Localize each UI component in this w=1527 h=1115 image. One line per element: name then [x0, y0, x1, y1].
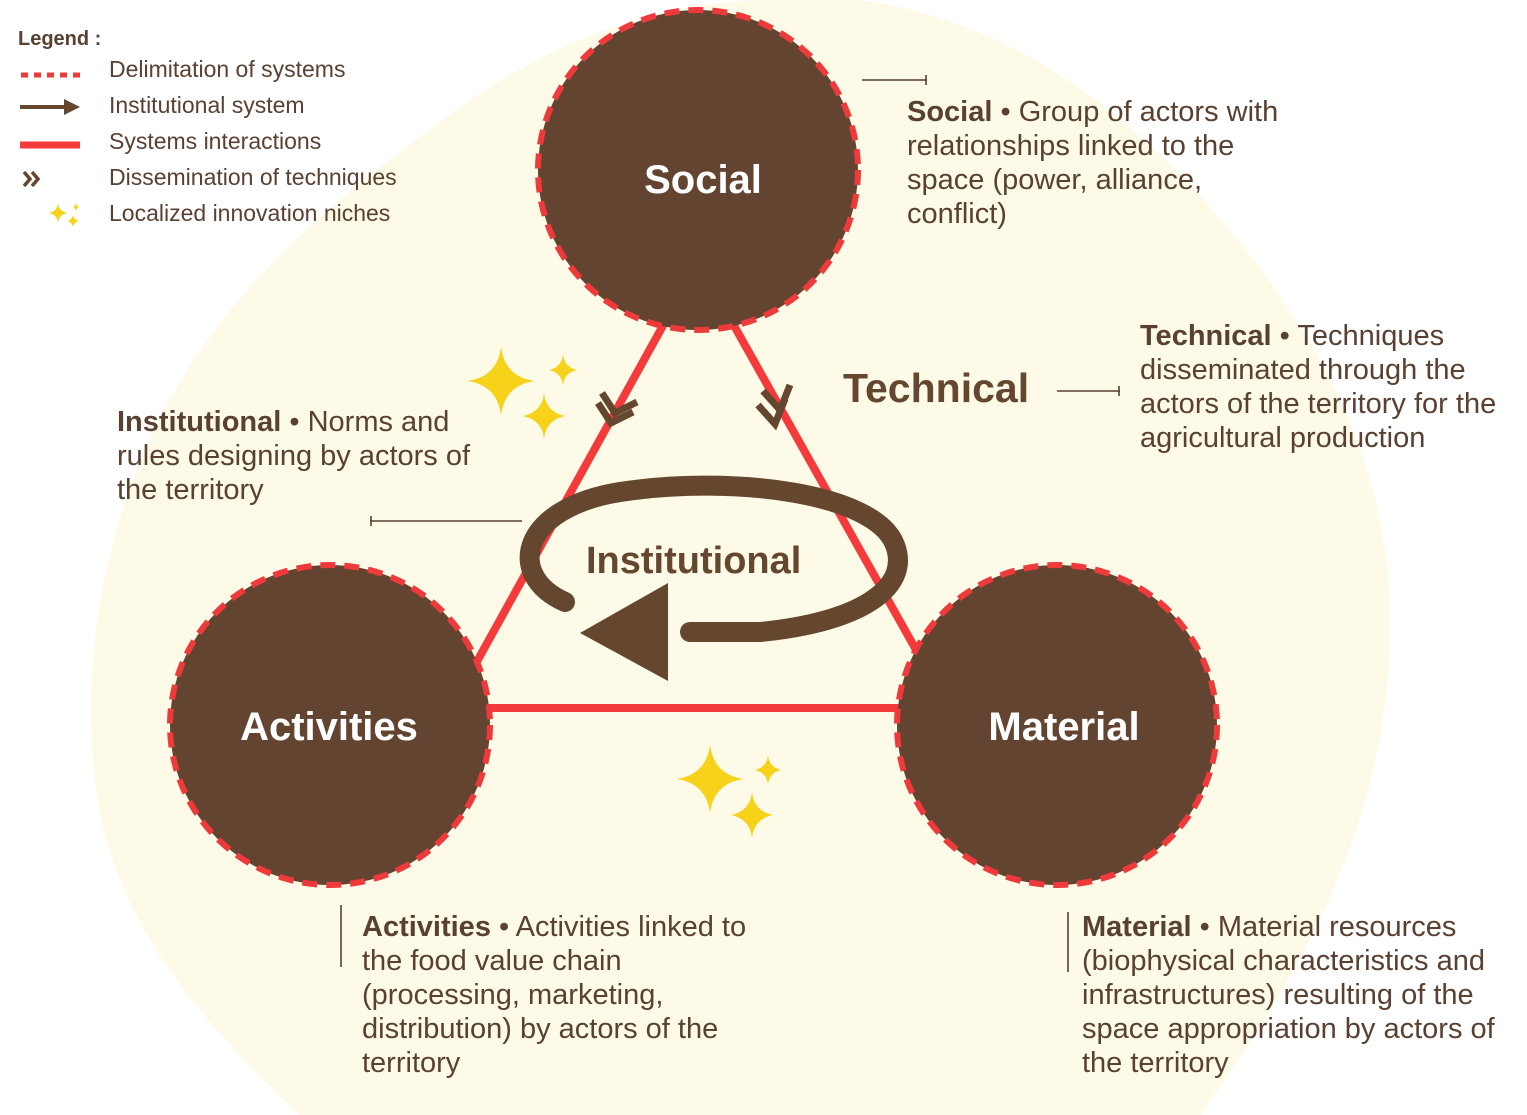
- institutional-label: Institutional: [586, 540, 802, 582]
- social-description: Social • Group of actors with relationsh…: [907, 96, 1279, 230]
- desc-term: Technical: [1140, 320, 1272, 352]
- solid-line-icon: [20, 141, 80, 149]
- legend-label: Dissemination of techniques: [109, 164, 397, 190]
- node-label-activities: Activities: [240, 705, 418, 749]
- legend-label: Systems interactions: [109, 128, 322, 154]
- desc-text: Norms and rules designing by actors of t…: [117, 406, 471, 506]
- node-activities: [167, 562, 493, 888]
- desc-term: Activities: [362, 911, 491, 943]
- sparkle-cluster-lower: [676, 745, 781, 838]
- legend-item: Systems interactions: [18, 125, 321, 161]
- material-description: Material • Material resources (biophysic…: [1082, 911, 1495, 1079]
- institutional-description: Institutional • Norms and rules designin…: [117, 406, 471, 506]
- legend: Legend : Delimitation of systems Institu…: [18, 28, 397, 233]
- desc-text: Group of actors with relationships linke…: [907, 96, 1279, 230]
- legend-label: Delimitation of systems: [109, 56, 346, 82]
- legend-label: Institutional system: [109, 92, 305, 118]
- sparkle-cluster-upper: [467, 347, 577, 439]
- institutional-cycle-arrow: [519, 475, 908, 681]
- desc-term: Social: [907, 96, 993, 128]
- right-arrow-icon: [20, 99, 80, 115]
- legend-item: Institutional system: [18, 89, 305, 125]
- desc-text: Material resources (biophysical characte…: [1082, 911, 1495, 1079]
- connector-lines: [340, 75, 1120, 972]
- desc-text: Techniques disseminated through the acto…: [1140, 320, 1497, 454]
- node-label-material: Material: [988, 705, 1140, 749]
- double-chevron-icon: [22, 170, 41, 188]
- technical-label: Technical: [843, 365, 1030, 411]
- legend-title: Legend :: [18, 28, 102, 50]
- node-material: [894, 562, 1220, 888]
- desc-term: Material: [1082, 911, 1192, 943]
- dashed-line-icon: [21, 72, 80, 78]
- legend-item: Delimitation of systems: [18, 53, 345, 89]
- sparkle-icon: [48, 203, 79, 227]
- legend-item: Localized innovation niches: [18, 197, 390, 233]
- node-label-social: Social: [644, 158, 762, 202]
- legend-label: Localized innovation niches: [109, 200, 391, 226]
- technical-description: Technical • Techniques disseminated thro…: [1140, 320, 1497, 454]
- node-social: [535, 7, 861, 333]
- desc-term: Institutional: [117, 406, 282, 438]
- legend-item: Dissemination of techniques: [18, 161, 397, 197]
- double-chevron-left: [595, 391, 639, 428]
- activities-description: Activities • Activities linked to the fo…: [362, 911, 747, 1079]
- interaction-social-activities: [471, 318, 669, 669]
- double-chevron-right: [755, 383, 794, 431]
- desc-text: Activities linked to the food value chai…: [362, 911, 747, 1079]
